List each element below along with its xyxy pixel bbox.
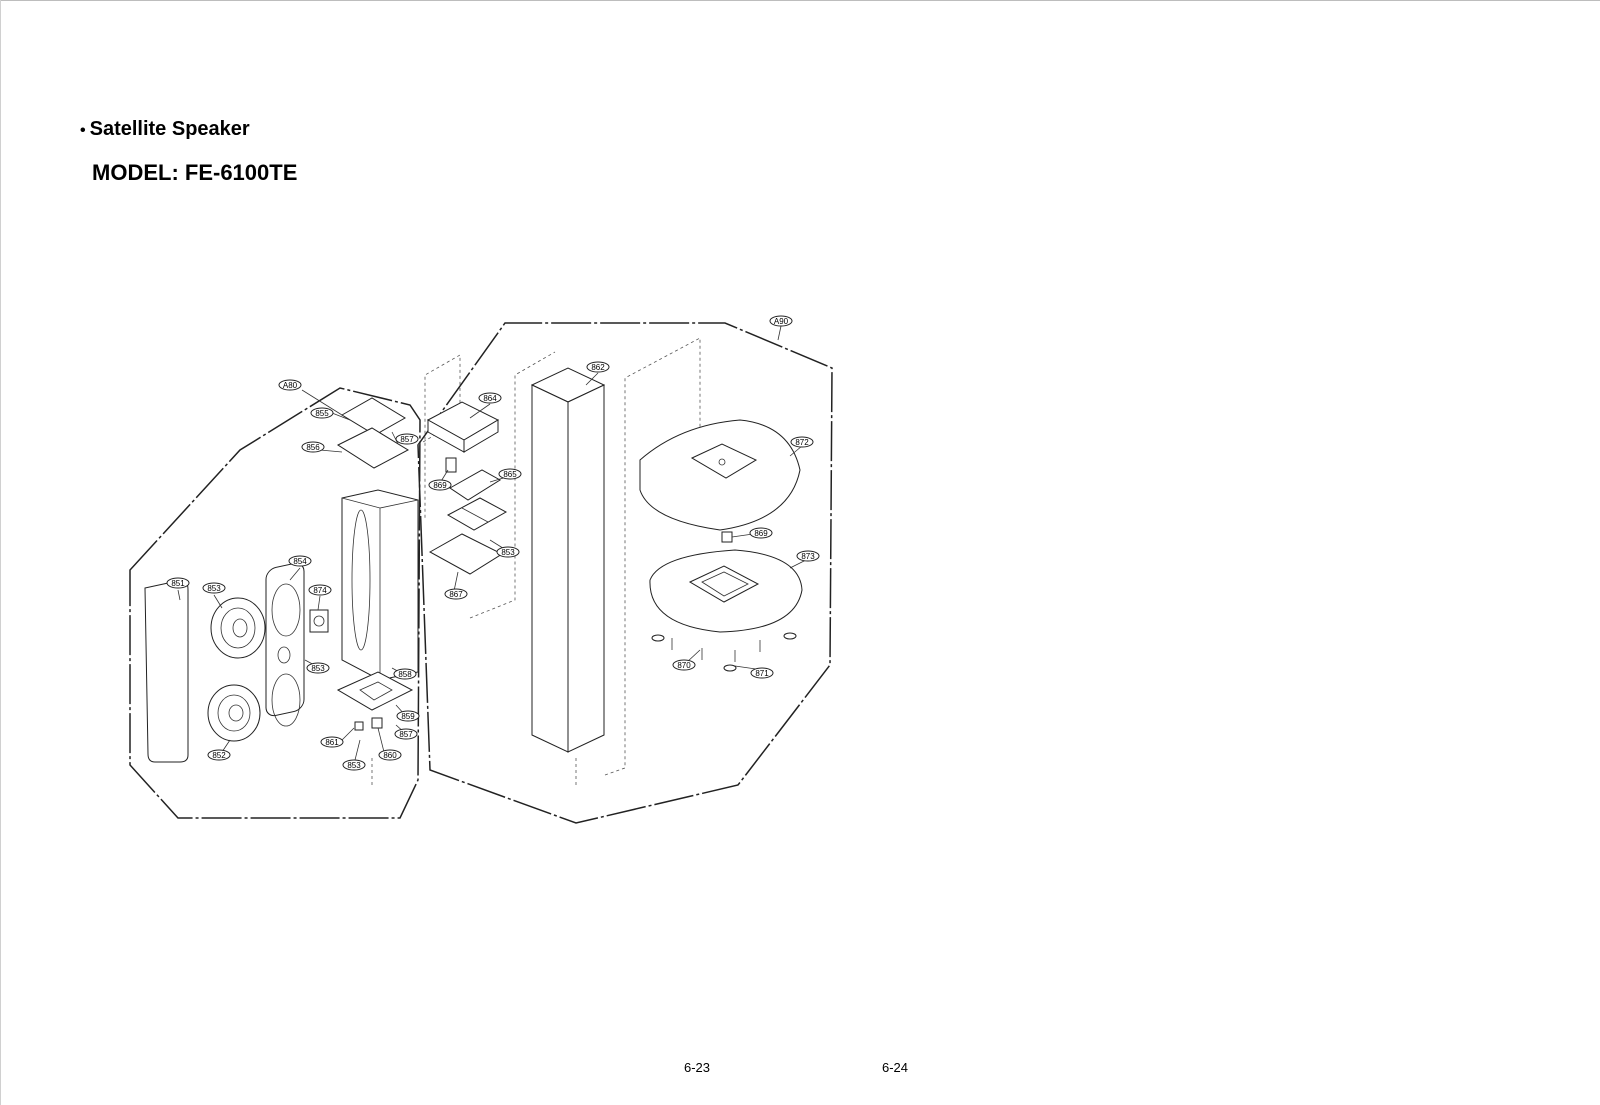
svg-text:860: 860	[383, 751, 397, 760]
screw-861	[354, 721, 364, 731]
label-871: 871	[750, 667, 774, 679]
label-853-pcb: 853	[496, 546, 520, 558]
label-853-baffle: 853	[306, 662, 330, 674]
label-859: 859	[396, 710, 420, 722]
connector-869-base	[721, 531, 733, 543]
label-857-bottom: 857	[394, 728, 418, 740]
svg-text:A80: A80	[283, 381, 298, 390]
svg-text:855: 855	[315, 409, 329, 418]
assembly-a90-boundary	[417, 322, 833, 824]
screws-870	[671, 638, 761, 662]
label-853-woofer: 853	[202, 582, 226, 594]
section-title-text: Satellite Speaker	[89, 118, 250, 140]
label-858: 858	[393, 668, 417, 680]
svg-text:853: 853	[347, 761, 361, 770]
label-853-bottom: 853	[342, 759, 366, 771]
svg-text:853: 853	[501, 548, 515, 557]
page-number-left: 6-23	[684, 1060, 711, 1075]
assembly-a80-boundary	[129, 387, 421, 819]
label-855: 855	[310, 407, 334, 419]
column-862	[530, 367, 606, 753]
svg-text:865: 865	[503, 470, 517, 479]
top-plate-855	[341, 397, 406, 436]
label-856: 856	[301, 441, 325, 453]
bottom-base-873	[649, 549, 803, 633]
model-number: MODEL: FE-6100TE	[92, 160, 298, 185]
label-873: 873	[796, 550, 820, 562]
label-861: 861	[320, 736, 344, 748]
svg-text:869: 869	[433, 481, 447, 490]
label-a90: A90	[769, 315, 793, 327]
bracket-865	[449, 469, 501, 501]
label-a80: A80	[278, 379, 302, 391]
bullet: •	[80, 122, 86, 139]
connector-869-top	[445, 457, 457, 473]
label-857-top: 857	[395, 433, 419, 445]
top-gasket-856	[336, 427, 410, 469]
label-862: 862	[586, 361, 610, 373]
svg-text:873: 873	[801, 552, 815, 561]
page-top-border	[0, 0, 1600, 1]
label-854: 854	[288, 555, 312, 567]
svg-text:853: 853	[207, 584, 221, 593]
feet-871	[651, 632, 797, 672]
bottom-plate-859	[336, 671, 414, 711]
label-867: 867	[444, 588, 468, 600]
section-title: •Satellite Speaker	[80, 118, 250, 141]
svg-text:859: 859	[401, 712, 415, 721]
top-cap-864	[426, 401, 500, 453]
svg-text:861: 861	[325, 738, 339, 747]
svg-text:854: 854	[293, 557, 307, 566]
guide-line-right	[575, 337, 701, 785]
svg-text:858: 858	[398, 670, 412, 679]
label-870: 870	[672, 659, 696, 671]
svg-text:A90: A90	[774, 317, 789, 326]
front-grille-851	[144, 579, 189, 763]
woofer-upper	[210, 597, 266, 659]
label-869-base: 869	[749, 527, 773, 539]
svg-text:867: 867	[449, 590, 463, 599]
svg-text:862: 862	[591, 363, 605, 372]
svg-text:857: 857	[400, 435, 414, 444]
part-labels: A80 A90 855 856 857 851 853 854 874 853 …	[166, 315, 820, 771]
top-base-872	[639, 419, 801, 531]
svg-text:864: 864	[483, 394, 497, 403]
svg-text:853: 853	[311, 664, 325, 673]
label-869-top: 869	[428, 479, 452, 491]
label-851: 851	[166, 577, 190, 589]
cabinet-858	[341, 489, 419, 681]
page-number-right: 6-24	[882, 1060, 909, 1075]
baffle-854	[265, 562, 305, 727]
label-874: 874	[308, 584, 332, 596]
woofer-lower	[207, 684, 261, 742]
svg-text:856: 856	[306, 443, 320, 452]
cover-plate-867	[428, 533, 504, 575]
guide-line-middle	[469, 351, 556, 619]
label-865: 865	[498, 468, 522, 480]
svg-text:872: 872	[795, 438, 809, 447]
terminal-860	[371, 717, 383, 729]
svg-text:851: 851	[171, 579, 185, 588]
label-872: 872	[790, 436, 814, 448]
svg-text:870: 870	[677, 661, 691, 670]
svg-text:852: 852	[212, 751, 226, 760]
pcb-853	[446, 497, 508, 531]
label-852: 852	[207, 749, 231, 761]
svg-text:871: 871	[755, 669, 769, 678]
page-left-border	[0, 0, 1, 1105]
label-860: 860	[378, 749, 402, 761]
tweeter-874	[309, 609, 329, 633]
svg-text:857: 857	[399, 730, 413, 739]
svg-text:869: 869	[754, 529, 768, 538]
label-864: 864	[478, 392, 502, 404]
svg-text:874: 874	[313, 586, 327, 595]
